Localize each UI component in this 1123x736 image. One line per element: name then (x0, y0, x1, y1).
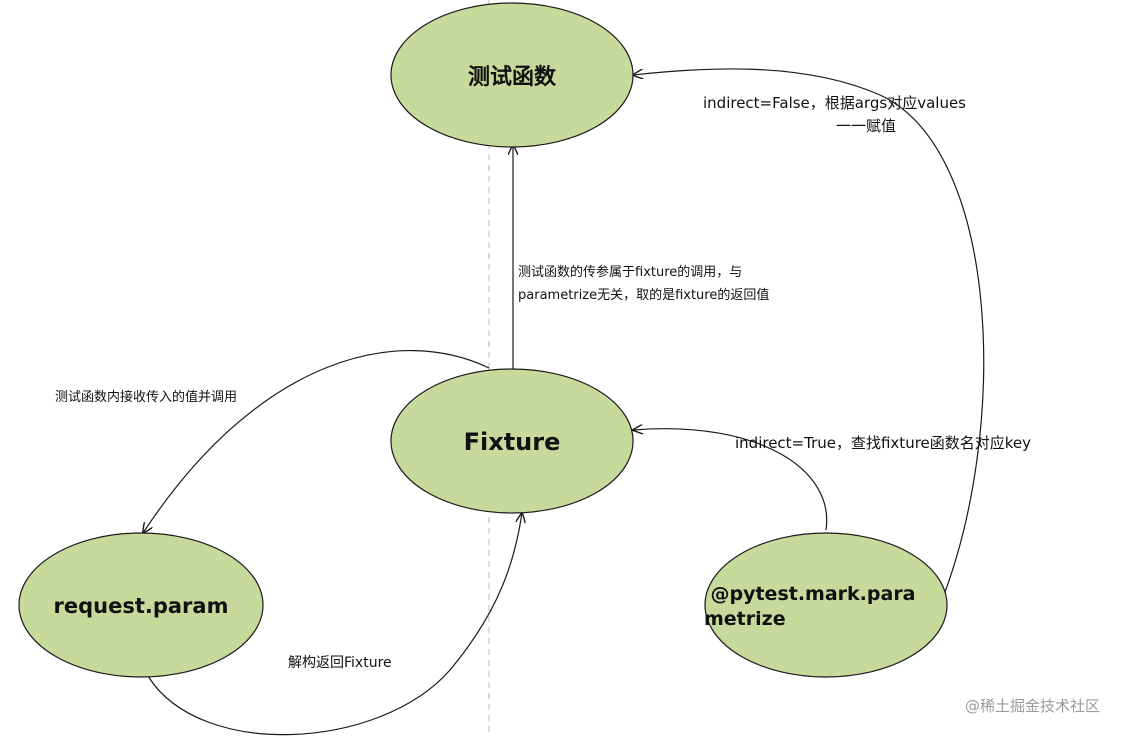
edge-fixture-to-request (143, 350, 490, 533)
edge-parametrize-to-fixture (633, 429, 828, 531)
edge-label-fixture-to-test-line-2: parametrize无关，取的是fixture的返回值 (518, 287, 769, 303)
edge-request-to-fixture (147, 513, 522, 736)
node-request-param-label: request.param (54, 594, 229, 618)
node-fixture: Fixture (390, 368, 634, 514)
node-parametrize-label-line-1: @pytest.mark.para (710, 583, 915, 605)
edge-parametrize-to-test (633, 68, 985, 606)
edge-label-fixture-to-test-line-1: 测试函数的传参属于fixture的调用，与 (518, 264, 742, 280)
node-parametrize: @pytest.mark.para metrize (704, 532, 948, 678)
edge-label-request-to-fixture: 解构返回Fixture (288, 655, 392, 671)
node-test-function: 测试函数 (390, 2, 634, 148)
edge-label-fixture-to-request: 测试函数内接收传入的值并调用 (55, 389, 237, 405)
node-test-function-label: 测试函数 (468, 64, 557, 90)
node-fixture-label: Fixture (464, 428, 561, 456)
edge-label-parametrize-to-test-line-1: indirect=False，根据args对应values (703, 94, 966, 112)
node-parametrize-label-line-2: metrize (704, 608, 786, 630)
watermark-text: @稀土掘金技术社区 (965, 697, 1100, 715)
node-request-param: request.param (18, 532, 264, 678)
edge-label-parametrize-to-test-line-2: 一一赋值 (836, 117, 896, 135)
edge-label-parametrize-to-fixture: indirect=True，查找fixture函数名对应key (735, 434, 1031, 452)
